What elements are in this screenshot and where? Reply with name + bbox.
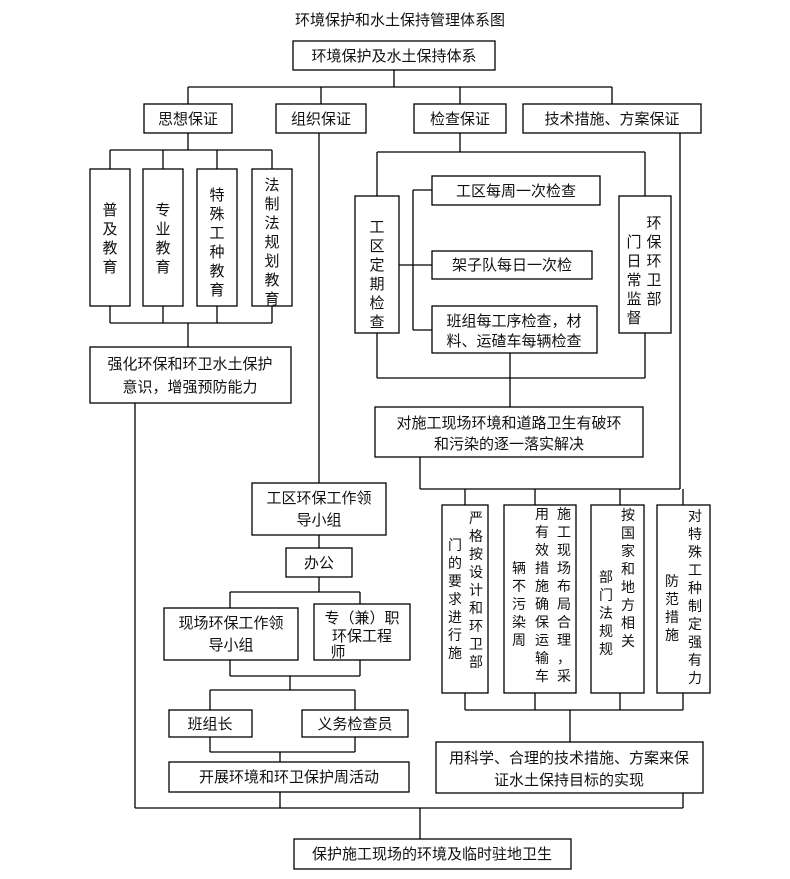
root-label: 环境保护及水土保持体系	[311, 47, 476, 65]
engineer-line-3: 师	[330, 643, 345, 661]
education-legal-box	[251, 168, 293, 307]
measure-special-col-1: 对特殊工种制定强有力	[688, 509, 702, 687]
measure-regulation-box	[590, 504, 645, 694]
resolve-line-1: 对施工现场环境和道路卫生有破环	[396, 414, 621, 432]
team-leader-label: 班组长	[187, 715, 232, 733]
measure-design-col-1: 严格按设计和环卫部	[469, 511, 483, 671]
site-group-box	[163, 607, 299, 661]
measure-layout-col-1: 施工现场布局合理，采	[557, 507, 571, 685]
site-group-line-2: 导小组	[208, 636, 253, 654]
daily-inspection-box	[431, 250, 593, 280]
measure-design-col-2: 门的要求进行施	[448, 538, 462, 662]
education-professional-label: 专业教育	[155, 201, 170, 276]
education-legal-label: 法制法规划教育	[264, 176, 279, 308]
branch-organization-box	[275, 103, 367, 134]
engineer-line-2: 环保工程	[332, 627, 392, 645]
weekly-inspection-label: 工区每周一次检查	[456, 182, 576, 200]
science-line-2: 证水土保持目标的实现	[494, 771, 644, 789]
measure-layout-col-3: 辆不污染周	[512, 561, 526, 649]
resolve-line-2: 和污染的逐一落实解决	[434, 435, 584, 453]
science-line-1: 用科学、合理的技术措施、方案来保	[449, 749, 689, 767]
office-label: 办公	[304, 554, 334, 572]
sanitation-supervision-col-2: 门日常监督	[626, 233, 641, 327]
regular-inspection-label: 工区定期检查	[369, 218, 384, 331]
branch-inspection-label: 检查保证	[430, 110, 490, 128]
process-inspection-line-1: 班组每工序检查，材	[446, 312, 581, 330]
weekly-activity-box	[168, 761, 410, 793]
education-general-box	[89, 168, 131, 307]
connector-lines	[109, 70, 684, 839]
measure-design-box	[441, 504, 489, 694]
education-special-label: 特殊工种教育	[209, 186, 224, 299]
final-goal-label: 保护施工现场的环境及临时驻地卫生	[312, 845, 552, 863]
branch-thought-box	[143, 103, 233, 134]
weekly-inspection-box	[431, 175, 601, 206]
final-goal-box	[293, 838, 572, 870]
regular-inspection-box	[354, 195, 400, 334]
diagram-title: 环境保护和水土保持管理体系图	[295, 11, 505, 29]
daily-inspection-label: 架子队每日一次检	[452, 256, 572, 274]
resolve-box	[374, 406, 644, 458]
inspector-label: 义务检查员	[317, 715, 392, 733]
root-box	[292, 40, 496, 71]
branch-technical-box	[522, 103, 702, 134]
branch-inspection-box	[413, 103, 507, 134]
leader-group-box	[251, 482, 387, 536]
measure-regulation-col-2: 部门法规规	[599, 570, 613, 658]
strengthen-line-1: 强化环保和环卫水土保护	[107, 355, 272, 373]
sanitation-supervision-box	[618, 195, 672, 334]
leader-group-line-2: 导小组	[296, 511, 341, 529]
branch-technical-label: 技术措施、方案保证	[544, 110, 679, 128]
measure-regulation-col-1: 按国家和地方相关	[621, 508, 635, 650]
inspector-box	[301, 709, 409, 738]
team-leader-box	[168, 709, 253, 738]
engineer-line-1: 专（兼）职	[324, 609, 399, 627]
measure-layout-box	[503, 504, 577, 694]
process-inspection-line-2: 料、运碴车每辆检查	[446, 332, 581, 350]
engineer-box	[313, 603, 411, 661]
education-professional-box	[142, 168, 184, 307]
office-box	[285, 547, 353, 578]
weekly-activity-label: 开展环境和环卫保护周活动	[199, 768, 379, 786]
strengthen-awareness-box	[89, 346, 292, 404]
measure-special-col-2: 防范措施	[665, 574, 679, 644]
science-box	[435, 741, 704, 794]
measure-layout-col-2: 用有效措施确保运输车	[535, 507, 549, 685]
site-group-line-1: 现场环保工作领	[178, 614, 283, 632]
process-inspection-box	[431, 305, 598, 354]
measure-special-box	[656, 504, 711, 694]
branch-organization-label: 组织保证	[291, 110, 351, 128]
education-general-label: 普及教育	[102, 201, 117, 276]
education-special-box	[196, 168, 238, 307]
sanitation-supervision-col-1: 环保环卫部	[646, 214, 661, 308]
branch-thought-label: 思想保证	[158, 110, 218, 128]
strengthen-line-2: 意识，增强预防能力	[122, 378, 257, 396]
leader-group-line-1: 工区环保工作领	[266, 489, 371, 507]
